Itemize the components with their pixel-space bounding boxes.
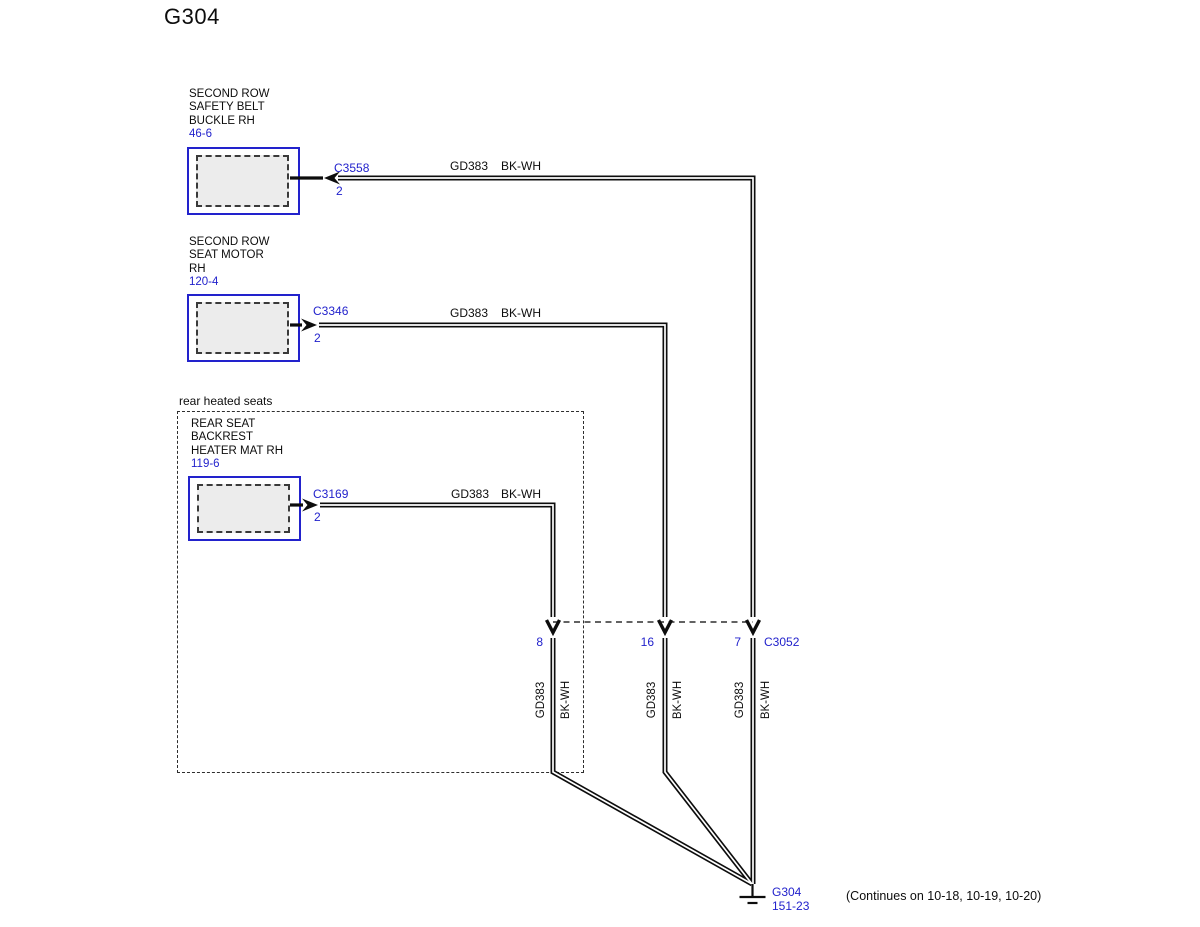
junction-connector-label-c3052[interactable]: C3052 [764, 635, 800, 649]
junction-pin-label: 7 [734, 635, 741, 649]
ground-id-label[interactable]: G304 [772, 885, 802, 899]
connector-label-c3558[interactable]: C3558 [334, 161, 370, 175]
connector-arrow-right-icon [301, 318, 317, 332]
drop-wire-gauge-label: GD383 [535, 681, 547, 719]
component-name-line: SECOND ROW [189, 236, 270, 248]
component-name-line: RH [189, 262, 206, 275]
junction-pin-label: 16 [640, 635, 654, 649]
drop-wire-gauge-label: GD383 [734, 681, 746, 719]
component-box-inner [196, 302, 289, 354]
drop-wire-color-label: BK-WH [760, 680, 772, 720]
wire-gauge-label: GD383 [451, 487, 490, 501]
connector-label-c3346[interactable]: C3346 [313, 304, 349, 318]
component-name-line: BUCKLE RH [189, 114, 255, 127]
component-name-line: BACKREST [191, 431, 253, 444]
component-ref-link[interactable]: 120-4 [189, 276, 219, 289]
ground-location-label[interactable]: 151-23 [772, 899, 810, 913]
continues-note: (Continues on 10-18, 10-19, 10-20) [846, 889, 1042, 903]
pin-label: 2 [314, 331, 321, 345]
wire-gauge-label: GD383 [450, 306, 489, 320]
component-box-safety-belt-buckle [187, 147, 300, 215]
component-box-seat-motor [187, 294, 300, 362]
wire-color-label: BK-WH [501, 159, 541, 173]
wire-color-label: BK-WH [501, 306, 541, 320]
junction-pin-label: 8 [536, 635, 543, 649]
junction-arrow-down-icon [744, 619, 762, 637]
ground-icon [739, 884, 766, 905]
junction-arrow-down-icon [656, 619, 674, 637]
component-name-line: HEATER MAT RH [191, 444, 284, 457]
component-box-heater-mat [188, 476, 301, 541]
component-name-line: SAFETY BELT [189, 101, 265, 114]
component-name-line: REAR SEAT [191, 418, 256, 430]
component-box-inner [197, 484, 290, 533]
group-box-label: rear heated seats [179, 394, 273, 408]
component-box-inner [196, 155, 289, 207]
drop-wire-gauge-label: GD383 [646, 681, 658, 719]
component-ref-link[interactable]: 119-6 [191, 458, 220, 471]
component-ref-link[interactable]: 46-6 [189, 128, 213, 141]
wire-color-label: BK-WH [501, 487, 541, 501]
component-label-seat-motor: SECOND ROW SEAT MOTOR RH 120-4 [189, 236, 270, 290]
component-name-line: SECOND ROW [189, 88, 270, 100]
connector-label-c3169[interactable]: C3169 [313, 487, 349, 501]
wire-gauge-label: GD383 [450, 159, 489, 173]
drop-wire-color-label: BK-WH [560, 680, 572, 720]
component-label-heater-mat: REAR SEAT BACKREST HEATER MAT RH 119-6 [191, 418, 283, 472]
component-label-safety-belt-buckle: SECOND ROW SAFETY BELT BUCKLE RH 46-6 [189, 88, 270, 142]
pin-label: 2 [336, 184, 343, 198]
component-name-line: SEAT MOTOR [189, 249, 264, 262]
wire-drop-16 [662, 638, 754, 886]
pin-label: 2 [314, 510, 321, 524]
drop-wire-color-label: BK-WH [672, 680, 684, 720]
page-title: G304 [164, 4, 220, 29]
